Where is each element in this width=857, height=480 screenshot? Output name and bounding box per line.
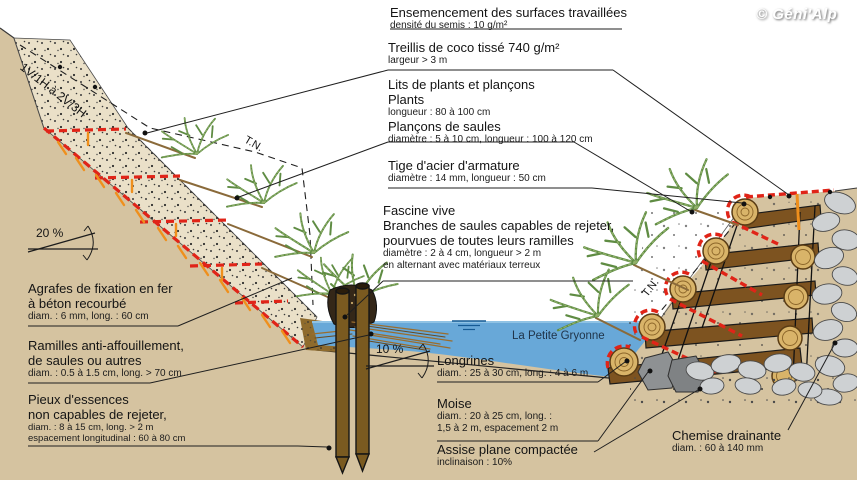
fascine-line2: Branches de saules capables de rejeter, — [383, 218, 615, 233]
leader-dots — [57, 64, 838, 451]
callout-fascine: Fascine vive Branches de saules capables… — [383, 203, 614, 272]
timber-piles — [334, 282, 371, 475]
callout-ramilles: Ramilles anti-affouillement, de saules o… — [28, 338, 184, 380]
slope-20pct-symbol — [27, 225, 98, 261]
chemise-title: Chemise drainante — [672, 428, 782, 443]
pieux-title1: Pieux d'essences — [28, 392, 129, 407]
callout-assise: Assise plane compactée inclinaison : 10% — [437, 442, 578, 469]
moise-title: Moise — [437, 396, 472, 411]
wall-top-orange-stake — [795, 193, 801, 231]
coco-mesh-red-dashes — [42, 126, 305, 349]
agrafes-title1: Agrafes de fixation en fer — [28, 281, 173, 296]
ensemencement-title: Ensemencement des surfaces travaillées — [390, 5, 628, 20]
leader-lines — [28, 28, 835, 453]
assise-sub: inclinaison : 10% — [437, 457, 513, 468]
copyright-credit: © Géni'Alp — [756, 6, 838, 23]
longrines-title: Longrines — [437, 353, 495, 368]
callout-lits-plants-plancons: Lits de plants et plançons Plants longue… — [388, 77, 593, 146]
tige-sub: diamètre : 14 mm, longueur : 50 cm — [388, 173, 546, 184]
callout-chemise: Chemise drainante diam. : 60 à 140 mm — [672, 428, 781, 455]
callout-ensemencement: Ensemencement des surfaces travaillées d… — [390, 5, 627, 32]
longrines-sub: diam. : 25 à 30 cm, long. : 4 à 6 m — [437, 368, 589, 379]
drainage-stones — [630, 191, 857, 408]
fascine-sub2: en alternant avec matériaux terreux — [383, 260, 541, 271]
pieux-sub1: diam. : 8 à 15 cm, long. > 2 m — [28, 422, 154, 433]
moise-sub1: diam. : 20 à 25 cm, long. : — [437, 411, 553, 422]
wall-plant-stems — [595, 209, 739, 341]
callout-treillis: Treillis de coco tissé 740 g/m² largeur … — [388, 40, 559, 67]
ensemencement-sub: densité du semis : 10 g/m² — [390, 20, 508, 31]
pieux-sub2: espacement longitudinal : 60 à 80 cm — [28, 433, 186, 444]
ramilles-title1: Ramilles anti-affouillement, — [28, 338, 184, 353]
agrafes-sub: diam. : 6 mm, long. : 60 cm — [28, 311, 149, 322]
callout-longrines: Longrines diam. : 25 à 30 cm, long. : 4 … — [437, 353, 588, 380]
pieux-title2: non capables de rejeter, — [28, 407, 167, 422]
fascine-line3: pourvues de toutes leurs ramilles — [383, 233, 574, 248]
fascine-title: Fascine vive — [383, 203, 456, 218]
callout-moise: Moise diam. : 20 à 25 cm, long. : 1,5 à … — [437, 396, 558, 435]
fixation-staples — [56, 131, 292, 345]
treillis-title: Treillis de coco tissé 740 g/m² — [388, 40, 560, 55]
assise-title: Assise plane compactée — [437, 442, 578, 457]
plancons-title: Plançons de saules — [388, 119, 501, 134]
plancons-sub: diamètre : 5 à 10 cm, longueur : 100 à 1… — [388, 134, 593, 145]
fascine-sub1: diamètre : 2 à 4 cm, longueur > 2 m — [383, 248, 542, 259]
treillis-sub: largeur > 3 m — [388, 55, 448, 66]
plants-sub: longueur : 80 à 100 cm — [388, 107, 491, 118]
slope-10pct-symbol — [365, 343, 434, 379]
plants-title: Plants — [388, 92, 425, 107]
callout-pieux: Pieux d'essences non capables de rejeter… — [28, 392, 185, 444]
agrafes-title2: à béton recourbé — [28, 296, 127, 311]
chemise-sub: diam. : 60 à 140 mm — [672, 443, 764, 454]
moise-sub2: 1,5 à 2 m, espacement 2 m — [437, 423, 559, 434]
water-level-icon — [452, 320, 486, 331]
callout-tige-acier: Tige d'acier d'armature diamètre : 14 mm… — [388, 158, 546, 185]
slope-20pct-label: 20 % — [36, 226, 64, 240]
river-name-label: La Petite Gryonne — [512, 330, 605, 342]
callout-agrafes: Agrafes de fixation en fer à béton recou… — [28, 281, 173, 323]
tige-title: Tige d'acier d'armature — [388, 158, 520, 173]
ramilles-sub: diam. : 0.5 à 1.5 cm, long. > 70 cm — [28, 368, 182, 379]
lits-title: Lits de plants et plançons — [388, 77, 535, 92]
slope-10pct-label: 10 % — [376, 342, 404, 356]
ramilles-title2: de saules ou autres — [28, 353, 142, 368]
